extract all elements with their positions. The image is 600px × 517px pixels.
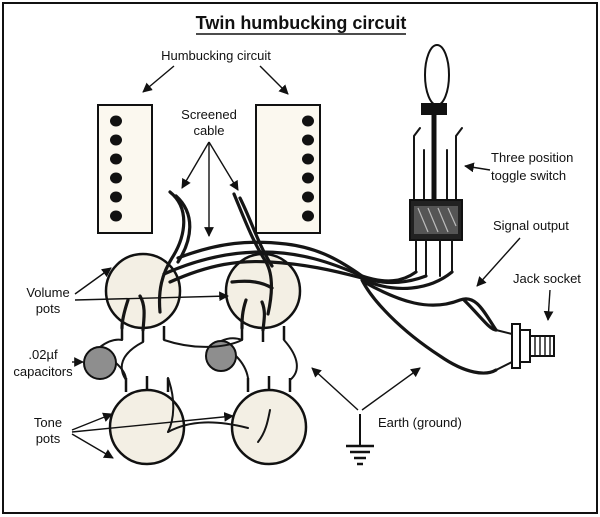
arrow-icon	[259, 65, 289, 95]
label-screened-2: cable	[193, 123, 224, 138]
arrow-icon	[543, 289, 554, 321]
label-three-position-2: toggle switch	[491, 168, 566, 183]
jack-socket	[495, 323, 555, 371]
arrow-icon	[464, 162, 491, 173]
label-signal-output: Signal output	[493, 218, 569, 233]
arrow-icon	[181, 141, 210, 189]
label-capacitors-1: .02µf	[28, 347, 58, 362]
arrow-icon	[71, 412, 113, 431]
arrow-icon	[71, 411, 234, 433]
arrow-icon	[71, 433, 114, 459]
arrow-icon	[311, 367, 359, 411]
label-tone-1: Tone	[34, 415, 62, 430]
toggle-switch	[409, 44, 463, 277]
label-humbucking-circuit: Humbucking circuit	[161, 48, 271, 63]
arrow-icon	[74, 267, 112, 295]
arrow-icon	[142, 65, 175, 93]
label-earth: Earth (ground)	[378, 415, 462, 430]
arrow-icon	[74, 291, 229, 302]
arrows	[71, 65, 554, 459]
arrow-icon	[476, 237, 521, 287]
wiring	[120, 190, 498, 443]
label-capacitors-2: capacitors	[13, 364, 73, 379]
diagram-title: Twin humbucking circuit	[196, 13, 407, 33]
arrow-icon	[361, 367, 421, 411]
label-jack-socket: Jack socket	[513, 271, 581, 286]
label-screened-1: Screened	[181, 107, 237, 122]
tone-pot-right	[230, 376, 308, 466]
label-three-position-1: Three position	[491, 150, 573, 165]
capacitor-right	[205, 337, 249, 379]
label-volume-2: pots	[36, 301, 61, 316]
tone-pot-left	[108, 376, 186, 466]
pickup-left	[97, 104, 153, 234]
pickup-right	[255, 104, 321, 234]
ground-symbol-icon	[346, 414, 374, 466]
capacitor-left	[83, 338, 127, 381]
arrow-icon	[208, 141, 239, 191]
label-tone-2: pots	[36, 431, 61, 446]
label-volume-1: Volume	[26, 285, 69, 300]
